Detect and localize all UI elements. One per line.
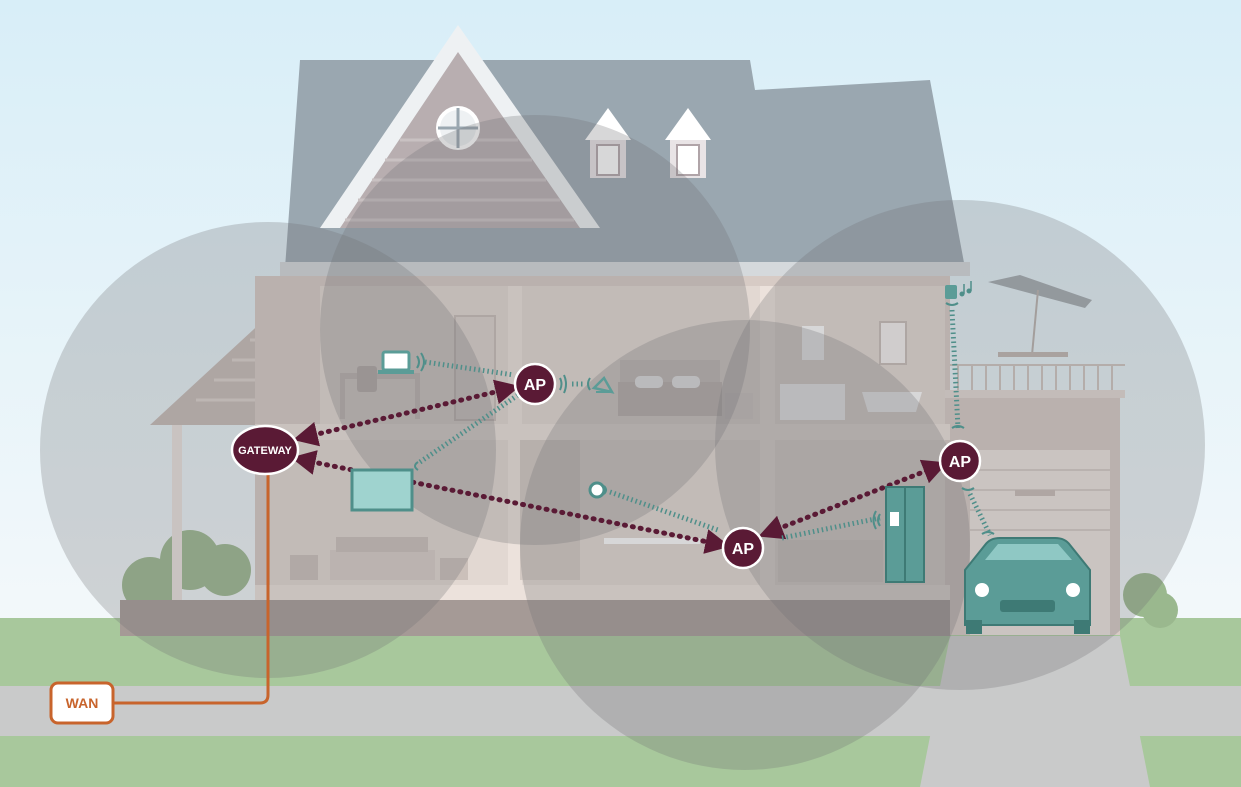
access-point-upper: AP bbox=[513, 362, 557, 406]
outdoor-speaker-icon bbox=[945, 285, 957, 299]
wan-node: WAN bbox=[49, 681, 115, 725]
access-point-lower: AP bbox=[721, 526, 765, 570]
ap-garage-label: AP bbox=[949, 454, 972, 471]
porch-column bbox=[172, 425, 182, 600]
wan-cable bbox=[113, 470, 270, 705]
speaker-icon bbox=[591, 375, 615, 394]
link-gateway-ap-upper bbox=[292, 379, 521, 447]
laptop-icon bbox=[378, 350, 414, 374]
gateway-node: GATEWAY bbox=[230, 424, 300, 476]
wan-label: WAN bbox=[66, 695, 99, 711]
signal-waves bbox=[414, 302, 995, 535]
client-links bbox=[418, 309, 993, 541]
driveway bbox=[920, 636, 1150, 787]
car-icon bbox=[964, 537, 1091, 634]
ap-lower-label: AP bbox=[732, 541, 755, 558]
roof bbox=[280, 25, 970, 276]
tv-icon bbox=[350, 468, 414, 512]
access-point-garage: AP bbox=[938, 439, 982, 483]
gateway-label: GATEWAY bbox=[238, 445, 292, 457]
thermostat-icon bbox=[588, 481, 606, 499]
ap-upper-label: AP bbox=[524, 377, 547, 394]
link-ap-lower-ap-garage bbox=[758, 459, 948, 540]
music-note-icon bbox=[959, 281, 972, 297]
fridge-icon bbox=[885, 486, 925, 583]
